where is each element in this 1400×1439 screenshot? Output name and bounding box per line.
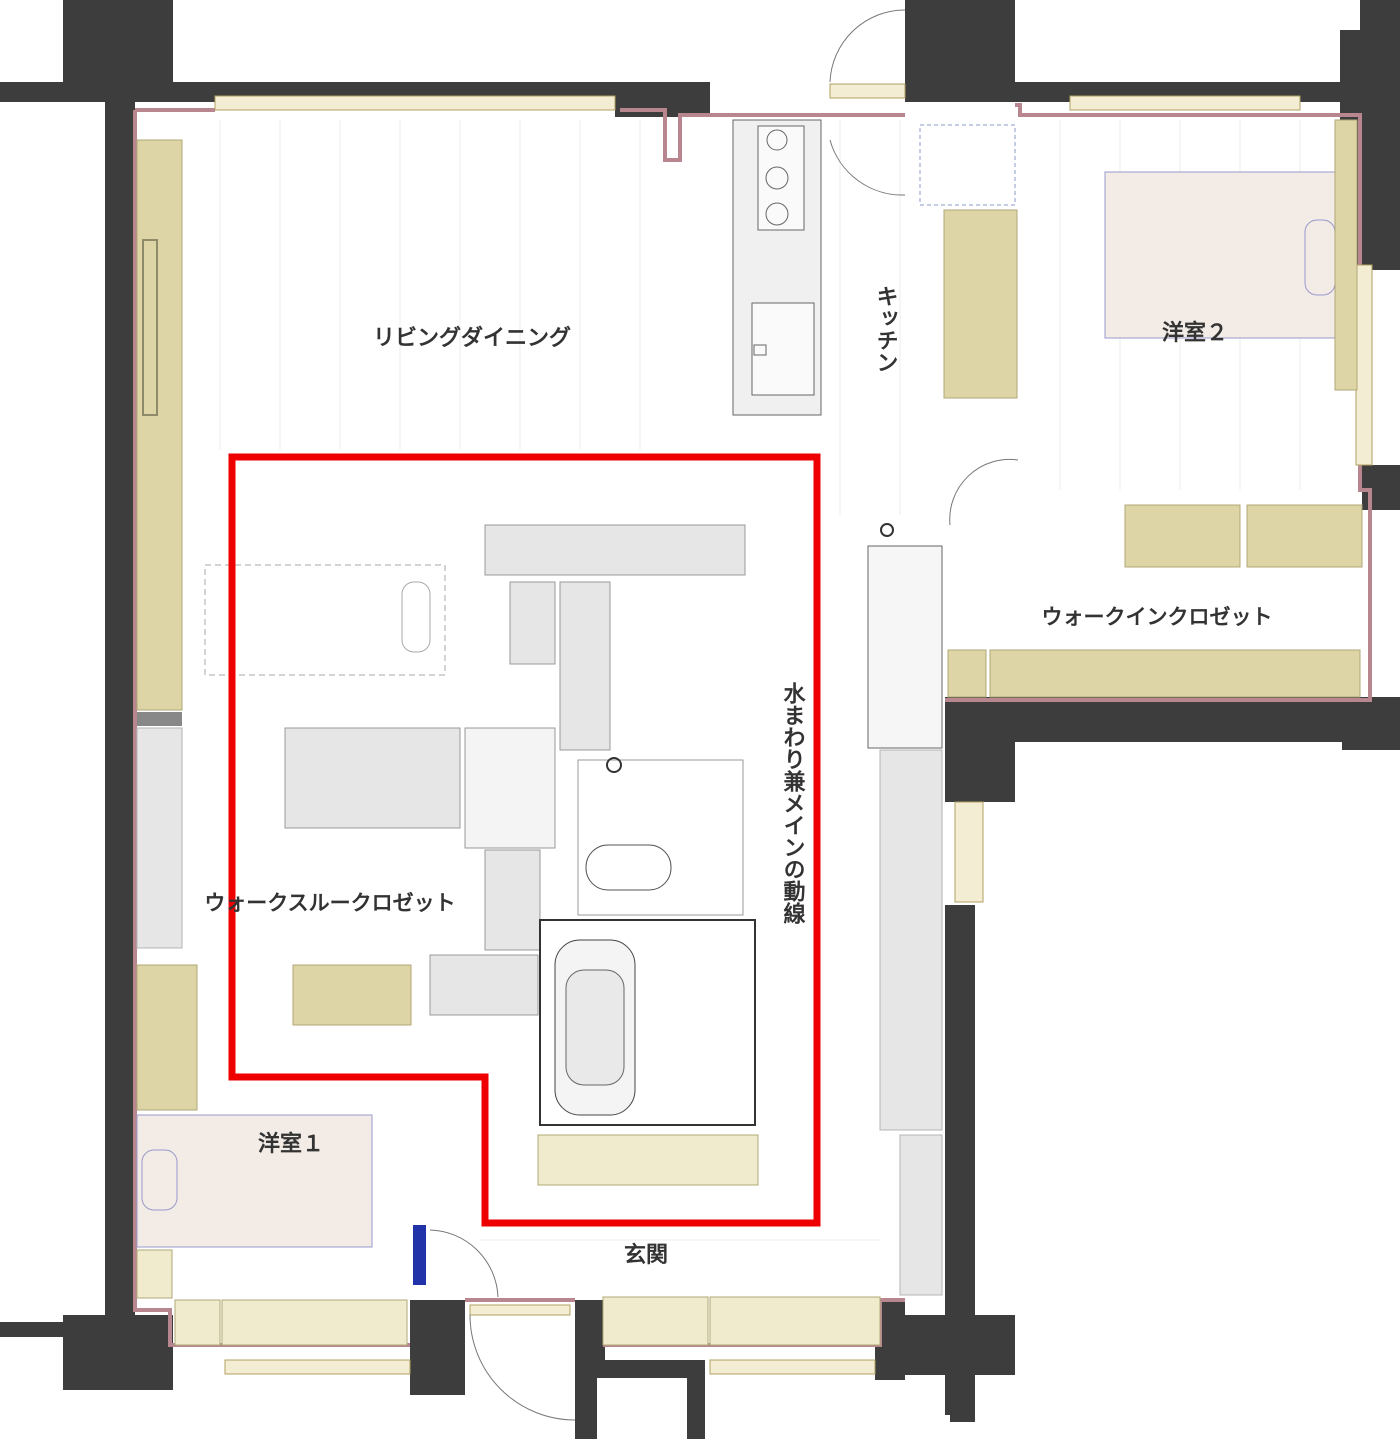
label-living-dining: リビングダイニング [373,325,571,351]
toilet-vent [606,757,622,773]
toilet-room [577,759,744,916]
corridor-storage [879,749,943,1131]
hall-column [137,712,182,726]
windows [214,83,1373,1375]
label-entrance: 玄関 [624,1242,668,1268]
tv-board [142,239,158,416]
vanity-light [880,523,894,537]
room-1-south-storage [174,1299,408,1346]
bath-block [284,524,746,1016]
door-swings [429,9,1019,1421]
entry-mirror [413,1225,426,1285]
kitchen-cabinet [943,209,1018,399]
label-western-2: 洋室２ [1162,320,1228,346]
washbasin-counter [867,545,943,749]
label-western-1: 洋室１ [258,1131,324,1157]
closet-shelf-1 [292,964,412,1026]
label-walkthrough-closet: ウォークスルークロゼット [204,891,455,915]
dining-table [204,564,446,676]
shaft-inner [597,1378,687,1439]
bathtub-mat [565,969,625,1086]
entrance-storage [537,1134,759,1186]
bed-1-pillow [141,1149,178,1211]
entrance-south-storage [602,1296,881,1346]
closet-1 [136,964,198,1111]
bed-2-pillow [1304,219,1336,296]
shoe-cabinet [899,1134,943,1296]
bed-1-side [136,1249,173,1299]
kitchen-counter [732,119,822,416]
bed-2 [1104,171,1338,339]
highlight-outline [228,453,821,1227]
closet-2-shelf [1334,119,1358,391]
toilet [585,844,672,891]
label-highlight: 水まわり兼メインの動線 [780,682,806,924]
living-storage [136,139,183,711]
left-closet-panel [136,727,183,949]
fridge [919,124,1016,206]
wic-storage-top [1124,504,1363,568]
label-walkin-closet: ウォークインクロゼット [1042,605,1273,629]
dining-sink-outline [401,581,431,653]
label-kitchen: キッチン [873,285,898,373]
wic-storage-bottom [947,649,1361,698]
